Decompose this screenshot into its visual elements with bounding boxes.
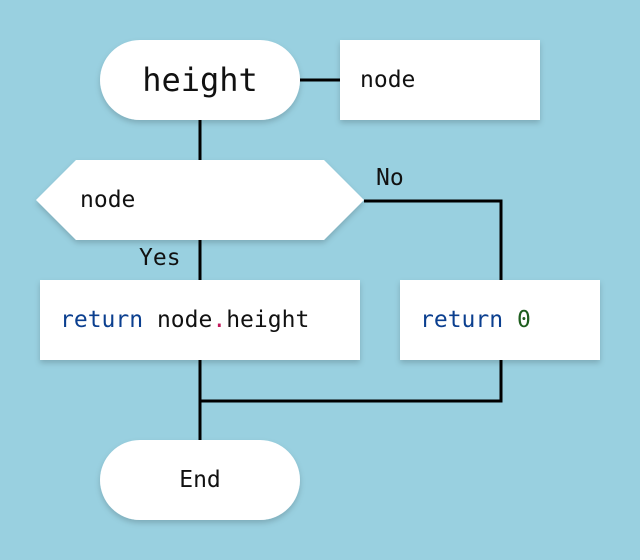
return-height-code: return node.height — [60, 309, 309, 332]
return-zero-code: return 0 — [420, 309, 531, 332]
node-identifier: node — [156, 307, 213, 333]
start-terminal-label: height — [142, 61, 258, 99]
member-access-operator: . — [212, 307, 227, 333]
zero-literal: 0 — [516, 307, 531, 333]
yes-branch-label: Yes — [139, 245, 181, 271]
return-keyword: return — [420, 307, 504, 333]
decision-shape — [36, 160, 364, 240]
return-height-box — [40, 280, 360, 360]
start-terminal — [100, 40, 300, 120]
param-box — [340, 40, 540, 120]
decision-label: node — [80, 187, 136, 213]
connector-return-zero-merge — [200, 360, 503, 403]
end-terminal-label: End — [179, 467, 221, 493]
return-zero-box — [400, 280, 600, 360]
end-terminal — [100, 440, 300, 520]
height-property: height — [226, 307, 310, 333]
return-keyword: return — [60, 307, 144, 333]
connector-no-branch — [364, 199, 503, 280]
param-label: node — [360, 67, 416, 93]
flowchart-shapes — [36, 40, 600, 520]
connector-lines — [198, 78, 503, 440]
no-branch-label: No — [376, 165, 404, 191]
